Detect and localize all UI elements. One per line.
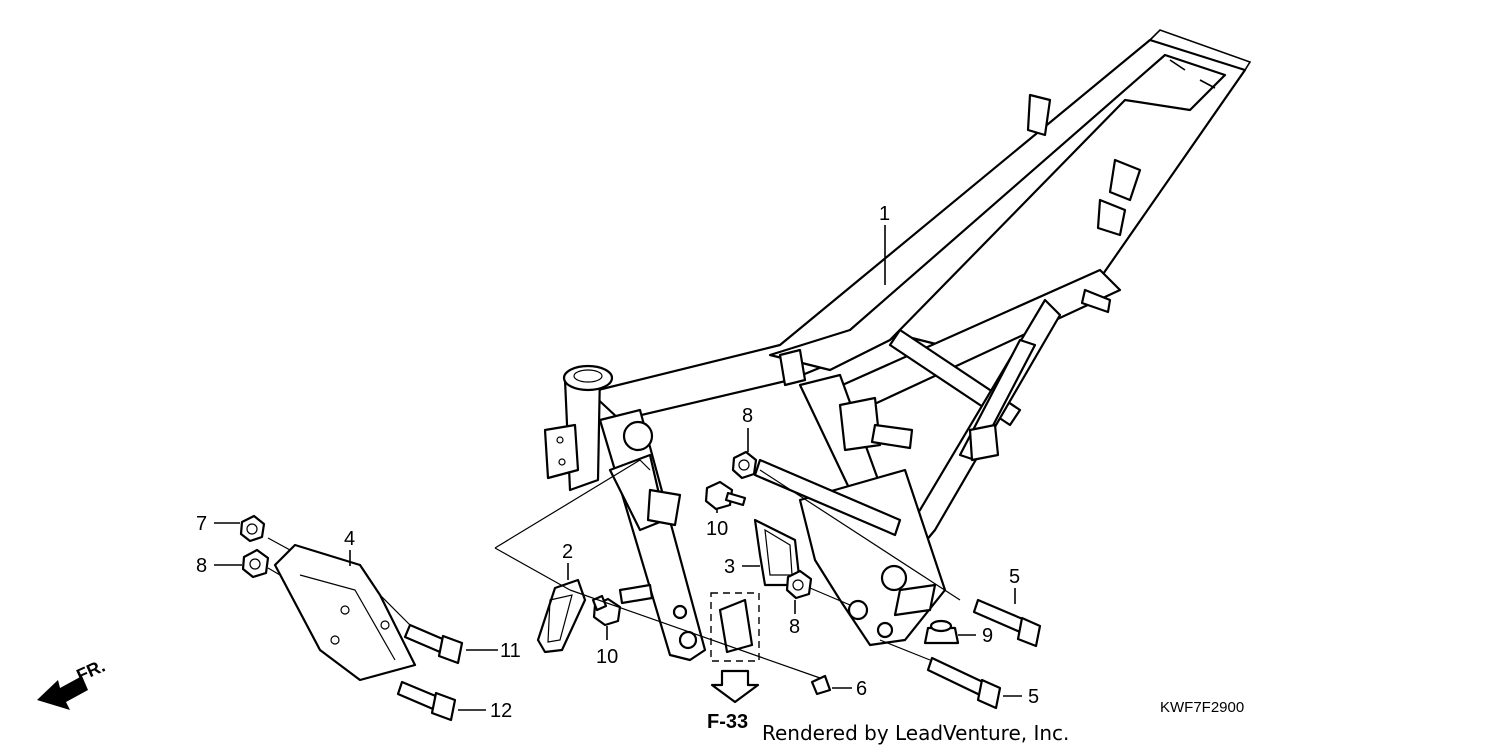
frame-body[interactable] [543, 29, 1252, 662]
leader-lines [214, 225, 1022, 711]
front-direction-indicator: FR. [37, 656, 108, 710]
bolt-part-12[interactable] [396, 680, 457, 722]
callout-11[interactable]: 11 [500, 640, 521, 662]
callout-8-left[interactable]: 8 [196, 555, 207, 577]
direction-label: FR. [73, 656, 108, 686]
callout-labels: 1 2 3 4 5 5 6 7 8 8 8 9 10 10 11 12 [196, 203, 1039, 722]
front-arrow-icon [37, 676, 88, 710]
bolt-part-5-lower[interactable] [926, 656, 1002, 710]
reference-arrow[interactable]: F-33 [707, 669, 760, 733]
diagram-code: KWF7F2900 [1160, 699, 1244, 716]
nut-part-7[interactable] [239, 514, 266, 543]
callout-5-lower[interactable]: 5 [1028, 686, 1039, 708]
bolt-part-11[interactable] [403, 623, 464, 665]
callout-4[interactable]: 4 [344, 528, 355, 550]
callout-7[interactable]: 7 [196, 513, 207, 535]
callout-10-top[interactable]: 10 [706, 518, 728, 540]
bolt-part-5-upper[interactable] [972, 598, 1042, 648]
nut-part-8-top[interactable] [731, 450, 758, 480]
callout-3[interactable]: 3 [724, 556, 735, 578]
nut-part-8-bottom[interactable] [785, 569, 813, 600]
callout-2[interactable]: 2 [562, 541, 573, 563]
reference-label: F-33 [707, 711, 748, 733]
cover-part-4[interactable] [273, 543, 417, 682]
callout-10-bottom[interactable]: 10 [596, 646, 618, 668]
callout-9[interactable]: 9 [982, 625, 993, 647]
bumper-part-9[interactable] [923, 619, 960, 645]
callout-5-upper[interactable]: 5 [1009, 566, 1020, 588]
callout-8-top[interactable]: 8 [742, 405, 753, 427]
bolt-part-10-bottom[interactable] [591, 594, 622, 627]
assembly-lines [267, 459, 961, 679]
credit-text: Rendered by LeadVenture, Inc. [762, 721, 1069, 745]
label-part-6[interactable] [710, 592, 832, 696]
callout-8-bottom[interactable]: 8 [789, 616, 800, 638]
callout-12[interactable]: 12 [490, 700, 512, 722]
callout-1[interactable]: 1 [879, 203, 890, 225]
callout-6[interactable]: 6 [856, 678, 867, 700]
bolt-part-10-top[interactable] [704, 480, 747, 511]
clip-part-2[interactable] [536, 578, 587, 654]
nut-part-8-left[interactable] [241, 548, 270, 579]
